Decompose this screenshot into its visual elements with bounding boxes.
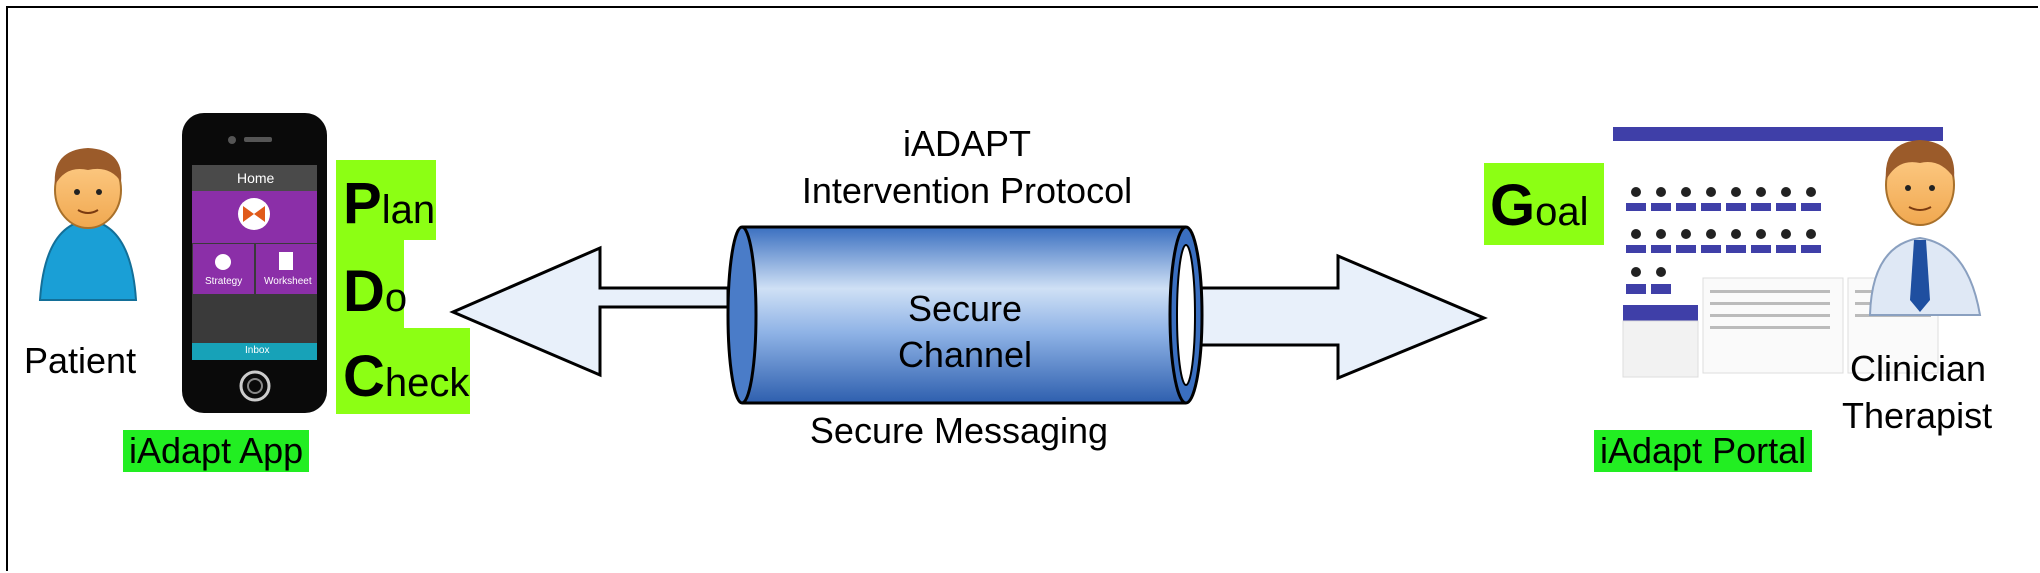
- patient-label: Patient: [24, 340, 137, 381]
- right-arrow: [1192, 253, 1488, 381]
- app-label: iAdapt App: [123, 430, 310, 472]
- app-screen-title: Home: [237, 170, 275, 186]
- channel-line1: Secure: [907, 288, 1023, 329]
- do-box: [336, 240, 404, 328]
- do-initial: D: [343, 259, 385, 324]
- goal-box: [1484, 163, 1604, 245]
- goal-rest: oal: [1535, 190, 1589, 234]
- secure-channel-pipe: [726, 225, 1204, 405]
- protocol-subtitle: Intervention Protocol: [801, 170, 1133, 211]
- portal-label: iAdapt Portal: [1594, 430, 1813, 472]
- do-label: Do: [343, 258, 407, 325]
- clinician-label: Clinician: [1850, 348, 1987, 389]
- check-initial: C: [343, 344, 385, 409]
- plan-label: Plan: [343, 170, 435, 237]
- protocol-title: iADAPT: [902, 123, 1032, 164]
- secure-messaging-label: Secure Messaging: [809, 410, 1109, 451]
- smartphone-icon: [182, 113, 327, 413]
- goal-initial: G: [1490, 173, 1536, 238]
- goal-label: Goal: [1490, 172, 1589, 239]
- check-box: [336, 328, 470, 414]
- plan-box: [336, 160, 436, 240]
- diagram-frame: [6, 6, 2038, 571]
- check-label: Check: [343, 343, 469, 410]
- do-rest: o: [384, 276, 408, 320]
- plan-rest: lan: [381, 188, 436, 232]
- app-tile-worksheet: Worksheet: [264, 276, 312, 287]
- left-arrow: [449, 245, 730, 378]
- therapist-label: Therapist: [1842, 395, 1993, 436]
- check-rest: heck: [384, 361, 470, 405]
- channel-line2: Channel: [897, 334, 1033, 375]
- app-inbox-bar: Inbox: [245, 345, 270, 356]
- clinician-avatar: [1868, 140, 1982, 316]
- plan-initial: P: [343, 171, 382, 236]
- app-tile-strategy: Strategy: [205, 276, 243, 287]
- patient-avatar: [38, 148, 138, 301]
